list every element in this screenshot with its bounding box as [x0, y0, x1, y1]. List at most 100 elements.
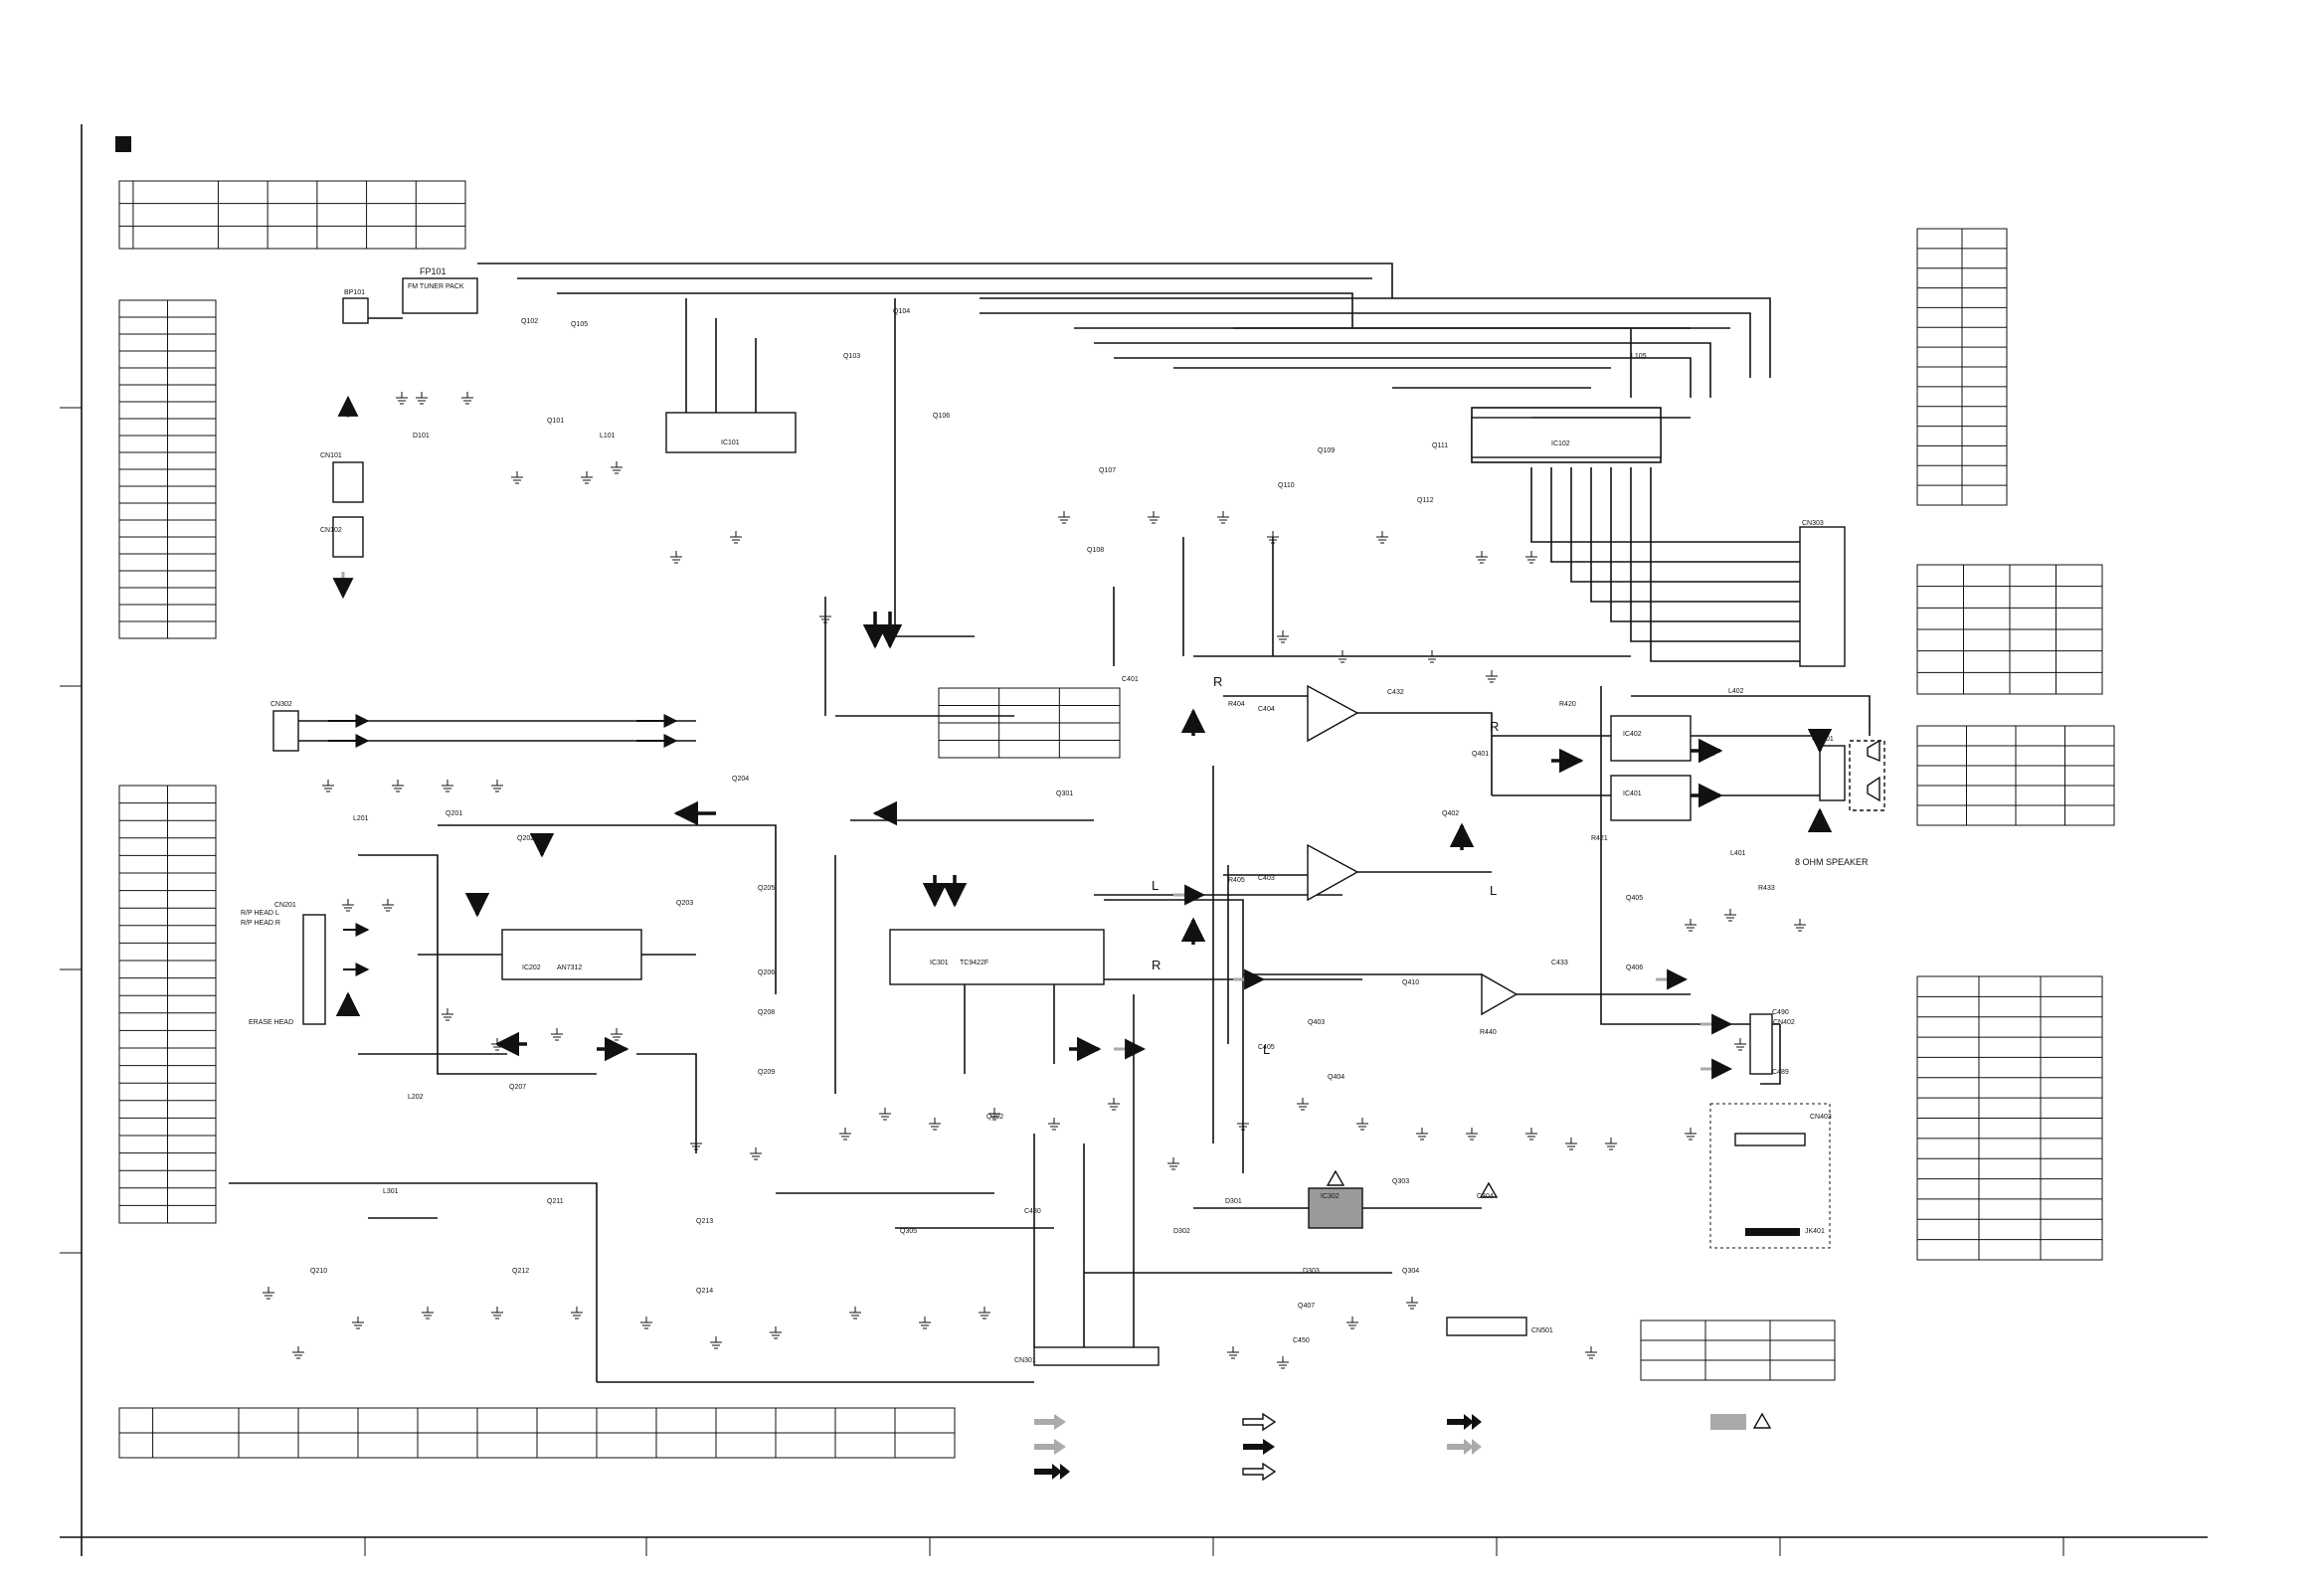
ground-icon	[1685, 1128, 1697, 1141]
ground-icon	[382, 899, 394, 912]
ground-icon	[1356, 1118, 1368, 1131]
label-q403: Q403	[1308, 1019, 1325, 1026]
label-cn403: CN403	[1810, 1114, 1832, 1121]
wiring	[229, 263, 1885, 1383]
label-bp101: BP101	[344, 289, 365, 296]
component-labels: FP101 FM TUNER PACK BP101 CN101 CN102 CN…	[241, 266, 1869, 1364]
double-black-arrow-2	[1034, 1464, 1062, 1480]
label-q301: Q301	[1056, 790, 1073, 797]
label-q407: Q407	[1298, 1303, 1315, 1310]
legend	[1034, 1412, 1772, 1482]
label-q207: Q207	[509, 1084, 526, 1091]
table-right-4	[1916, 975, 2103, 1261]
label-fp101: FP101	[420, 266, 447, 276]
double-grey-arrow	[1447, 1439, 1474, 1455]
label-l-2: L	[1490, 883, 1497, 898]
ground-icon	[1227, 1346, 1239, 1359]
label-q402: Q402	[1442, 810, 1459, 817]
ground-icon	[1237, 1118, 1249, 1131]
ground-icon	[1724, 909, 1736, 922]
label-q202: Q202	[517, 835, 534, 842]
label-cn401: CN401	[1812, 736, 1834, 743]
label-q304: Q304	[1402, 1268, 1419, 1275]
label-l401: L401	[1730, 850, 1746, 857]
ground-icon	[571, 1307, 583, 1319]
ground-icon	[1297, 1098, 1309, 1111]
label-q205: Q205	[758, 885, 775, 892]
label-ic301-part: TC9422F	[960, 960, 988, 966]
ground-icon	[442, 780, 453, 792]
label-r404: R404	[1228, 701, 1245, 708]
ground-icon	[1525, 1128, 1537, 1141]
ground-icon	[491, 780, 503, 792]
label-c490: C490	[1772, 1009, 1789, 1016]
double-grey-arrow-tip	[1472, 1439, 1482, 1455]
table-left-2	[118, 785, 217, 1224]
ground-icon	[1476, 551, 1488, 564]
table-bottom	[118, 1407, 956, 1459]
label-c432: C432	[1387, 689, 1404, 696]
label-l105: L105	[1631, 353, 1647, 360]
label-r405: R405	[1228, 877, 1245, 884]
ground-icon	[1277, 1356, 1289, 1369]
table-right-2	[1916, 564, 2103, 695]
hollow-arrow-2	[1242, 1462, 1277, 1482]
label-q214: Q214	[696, 1288, 713, 1295]
ground-icon	[879, 1108, 891, 1121]
label-q112: Q112	[1417, 497, 1434, 504]
tables	[118, 180, 2115, 1459]
legend-grey-box	[1710, 1414, 1746, 1430]
ground-icon	[1267, 531, 1279, 544]
ground-icon	[322, 780, 334, 792]
label-q201: Q201	[446, 810, 462, 817]
ground-icon	[1525, 551, 1537, 564]
label-q105: Q105	[571, 321, 588, 328]
ground-icon	[491, 1307, 503, 1319]
label-q213: Q213	[696, 1218, 713, 1225]
square-marker	[115, 136, 131, 152]
ground-icon	[342, 899, 354, 912]
ground-icon	[1565, 1138, 1577, 1150]
ground-icon	[1058, 511, 1070, 524]
label-q303: Q303	[1392, 1178, 1409, 1185]
label-rp-head-l: R/P HEAD L	[241, 910, 279, 917]
table-right-3	[1916, 725, 2115, 826]
table-bottom-right-small	[1640, 1319, 1836, 1381]
warning-triangle-icon	[1326, 1169, 1345, 1186]
label-ic102: IC102	[1551, 440, 1570, 447]
ground-icon	[511, 471, 523, 484]
ground-icon	[849, 1307, 861, 1319]
double-black-arrow-tip	[1472, 1414, 1482, 1430]
label-ic301: IC301	[930, 960, 949, 966]
label-c404: C404	[1258, 706, 1275, 713]
ground-icon	[919, 1317, 931, 1329]
ground-icon	[491, 1038, 503, 1051]
ground-icon	[581, 471, 593, 484]
label-q404: Q404	[1328, 1074, 1344, 1081]
label-r440: R440	[1480, 1029, 1497, 1036]
label-q305: Q305	[900, 1228, 917, 1235]
label-q109: Q109	[1318, 447, 1335, 454]
label-q211: Q211	[547, 1198, 564, 1205]
label-q107: Q107	[1099, 467, 1116, 474]
label-cn501: CN501	[1531, 1327, 1553, 1334]
label-c433: C433	[1551, 960, 1568, 966]
label-cn402: CN402	[1773, 1019, 1795, 1026]
ground-icon	[1605, 1138, 1617, 1150]
ground-icon	[1734, 1038, 1746, 1051]
ground-icon	[611, 461, 623, 474]
ground-icon	[730, 531, 742, 544]
label-erase-head: ERASE HEAD	[249, 1019, 293, 1026]
hollow-arrow	[1242, 1412, 1277, 1432]
ground-icon	[1217, 511, 1229, 524]
label-q103: Q103	[843, 353, 860, 360]
ground-icon	[551, 1028, 563, 1041]
label-q101: Q101	[547, 418, 564, 425]
label-c405: C405	[1258, 1044, 1275, 1051]
label-cn303: CN303	[1802, 520, 1824, 527]
label-fm-tuner-pack: FM TUNER PACK	[408, 283, 464, 290]
label-ic202: IC202	[522, 965, 541, 971]
label-q110: Q110	[1278, 482, 1295, 489]
warning-triangle-icon	[1479, 1181, 1499, 1198]
ground-icon	[396, 392, 408, 405]
